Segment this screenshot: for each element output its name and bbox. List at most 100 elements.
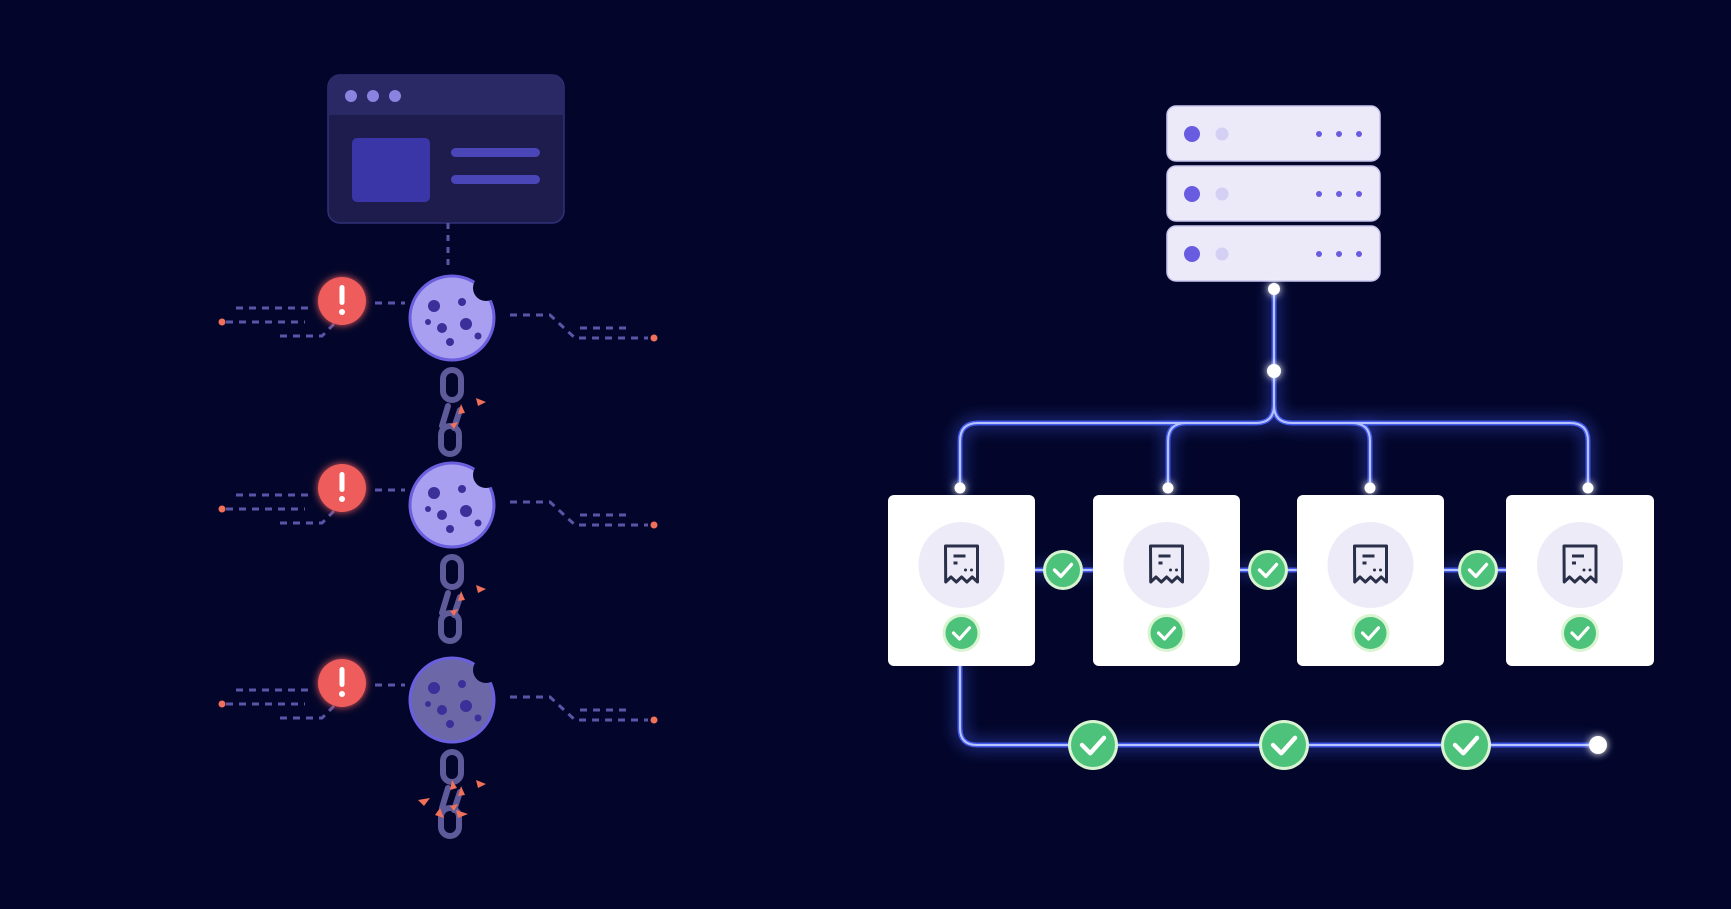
checkmark-icon [1458, 550, 1498, 590]
cookie-chip [428, 487, 440, 499]
server-vent-dot [1316, 251, 1322, 257]
exclamation-alert-icon [318, 659, 366, 707]
server-led [1184, 246, 1200, 262]
broken-chain-link-icon [438, 749, 464, 839]
checkmark-icon [1068, 720, 1118, 770]
endpoint-dot [218, 318, 226, 326]
cookie-bite [473, 275, 499, 301]
cookie-row [218, 656, 658, 839]
cookie-chain-panel [218, 74, 658, 839]
cookie-chip [446, 338, 454, 346]
exclamation-alert-icon [318, 277, 366, 325]
dotted-connector [510, 313, 648, 340]
cookie-icon [408, 274, 499, 362]
dotted-connector [510, 500, 648, 527]
document-card [1297, 495, 1444, 666]
server-led [1184, 126, 1200, 142]
checkmark-icon [942, 614, 981, 652]
checkmark-icon [1147, 614, 1186, 652]
cookie-chip [460, 505, 472, 517]
icon-badge [1537, 522, 1623, 608]
receipt-icon [1149, 544, 1184, 584]
junction-node [1162, 482, 1174, 494]
server-vent-dot [1336, 251, 1342, 257]
receipt-icon [1562, 544, 1598, 584]
window-dot [389, 90, 401, 102]
cookie-chip [474, 714, 482, 722]
server-vent-dot [1356, 131, 1362, 137]
server-vent-dot [1316, 131, 1322, 137]
cookie-chip [428, 682, 440, 694]
receipt-icon [1353, 544, 1388, 584]
cookie-chip [474, 519, 482, 527]
cookie-chip [458, 298, 466, 306]
server-led [1215, 187, 1229, 201]
document-card [1093, 495, 1240, 666]
content-line [451, 148, 540, 157]
cookie-chip [425, 319, 431, 325]
endpoint-dot [650, 521, 658, 529]
server-led [1215, 247, 1229, 261]
icon-badge [1123, 522, 1210, 608]
cookie-row [218, 274, 658, 457]
junction-node [1582, 482, 1594, 494]
cookie-bite [473, 657, 499, 683]
cookie-chip [437, 705, 447, 715]
checkmark-icon [1441, 720, 1491, 770]
server-unit [1166, 165, 1381, 222]
checkmark-icon [1351, 614, 1390, 652]
cookie-chip [458, 680, 466, 688]
endpoint-dot [650, 334, 658, 342]
cookie-chip [458, 485, 466, 493]
cookie-chip [425, 506, 431, 512]
network-connectors [957, 282, 1601, 748]
window-dot [367, 90, 379, 102]
server-vent-dot [1356, 251, 1362, 257]
cookie-chip [460, 318, 472, 330]
cookie-chip [446, 525, 454, 533]
server-vent-dot [1336, 191, 1342, 197]
checkmark-icon [1259, 720, 1309, 770]
server-unit [1166, 225, 1381, 282]
cookie-chip [425, 701, 431, 707]
break-spark [450, 585, 486, 616]
icon-badge [918, 522, 1005, 608]
exclamation-alert-icon [318, 464, 366, 512]
server-vent-dot [1336, 131, 1342, 137]
receipt-icon [944, 544, 979, 584]
content-block [352, 138, 430, 202]
cookie-row [218, 461, 658, 644]
server-distribution-panel [888, 105, 1654, 770]
cookie-chip [428, 300, 440, 312]
endpoint-dot [650, 716, 658, 724]
dotted-connector [226, 488, 405, 525]
cookie-chip [437, 323, 447, 333]
cookie-icon [408, 461, 499, 549]
junction-node [1268, 283, 1280, 295]
junction-node [954, 482, 966, 494]
cookie-icon [408, 656, 499, 744]
dotted-connector [226, 301, 405, 338]
document-card [1506, 495, 1654, 666]
junction-node [1267, 364, 1281, 378]
cookie-chip [474, 332, 482, 340]
broken-chain-link-icon [438, 367, 464, 457]
dotted-connector [226, 683, 405, 720]
server-unit [1166, 105, 1381, 162]
break-spark [450, 398, 486, 429]
document-card [888, 495, 1035, 666]
browser-window-icon [327, 74, 565, 224]
content-line [451, 175, 540, 184]
server-led [1184, 186, 1200, 202]
cookie-chip [437, 510, 447, 520]
dotted-connector [510, 695, 648, 722]
window-dot [345, 90, 357, 102]
break-spark [450, 780, 486, 811]
server-stack-icon [1166, 105, 1381, 282]
server-led [1215, 127, 1229, 141]
cookie-bite [473, 462, 499, 488]
endpoint-dot [218, 505, 226, 513]
broken-chain-link-icon [438, 554, 464, 644]
break-spark [418, 780, 468, 818]
